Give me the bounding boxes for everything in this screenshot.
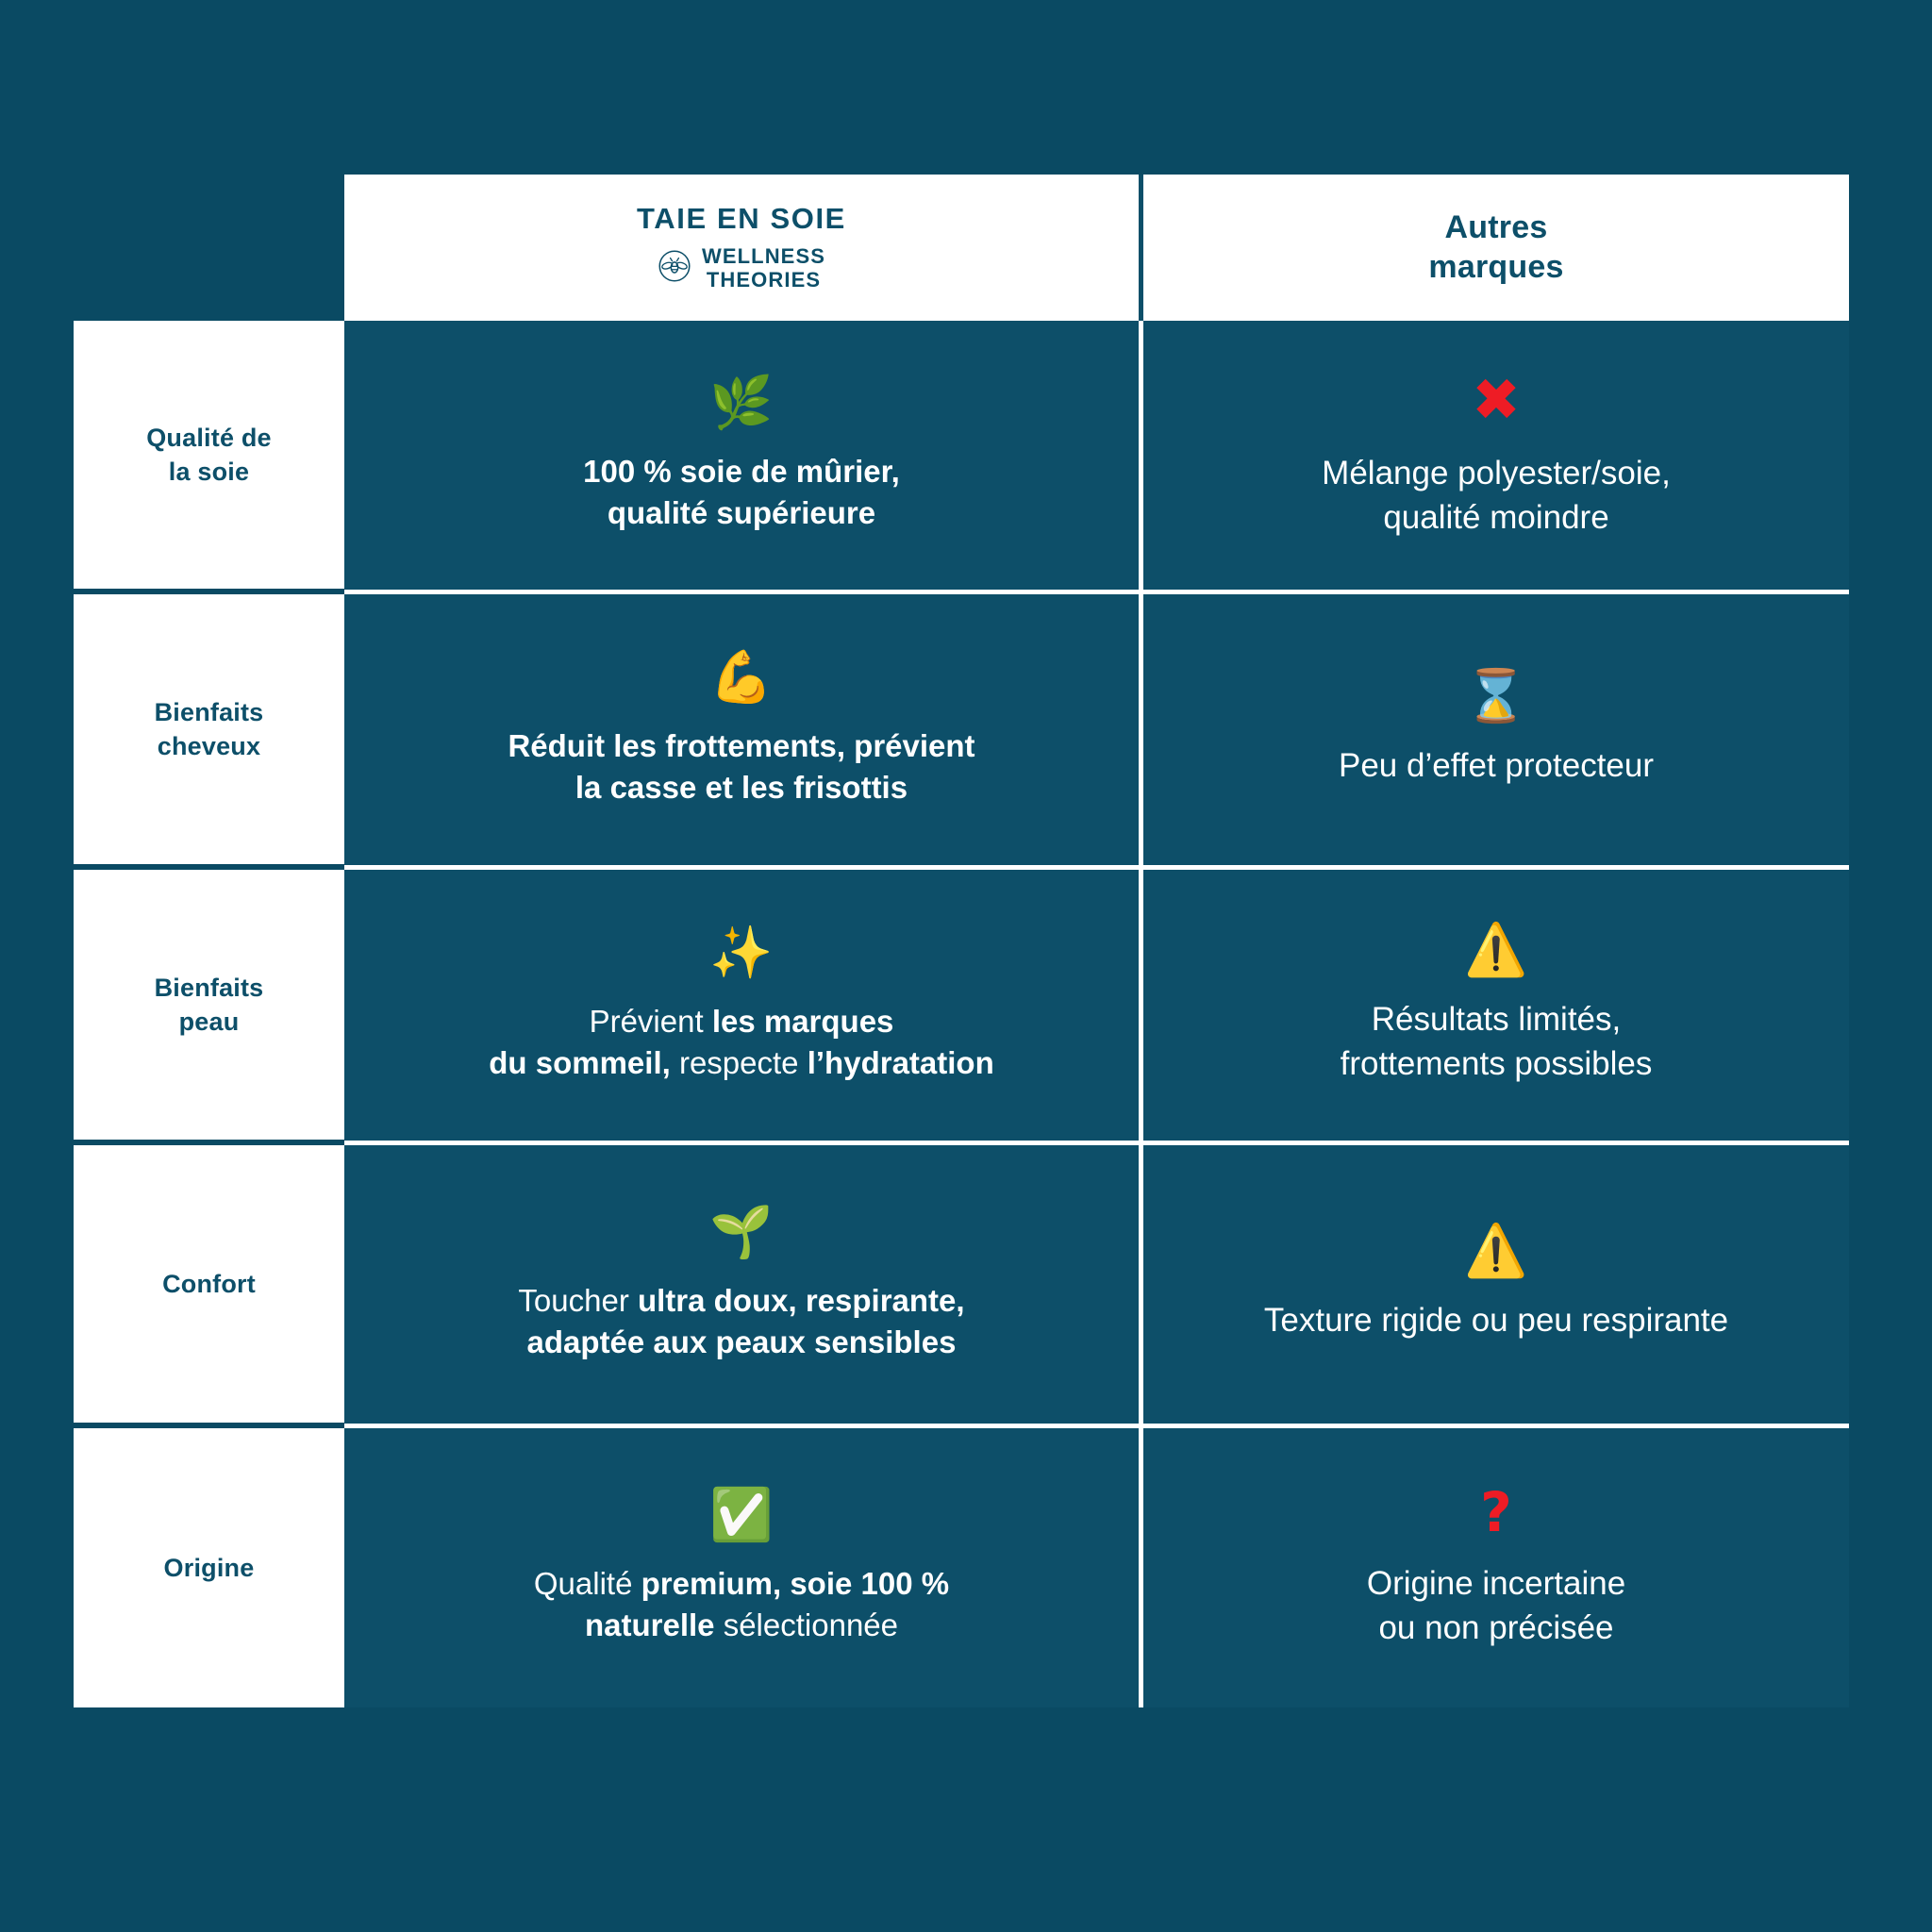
row-label-line-1: Bienfaits <box>154 697 264 726</box>
cell-product-text: Réduit les frottements, prévient la cass… <box>508 725 974 808</box>
header-other-line-1: Autres <box>1444 209 1548 246</box>
cell-text-seg-4: sélectionnée <box>714 1607 899 1642</box>
cell-other-bienfaits-peau: ⚠️ Résultats limités, frottements possib… <box>1143 870 1849 1145</box>
cell-other-text: Résultats limités, frottements possibles <box>1341 998 1653 1086</box>
row-label-line-1: Confort <box>162 1269 256 1298</box>
cell-product-bienfaits-peau: ✨ Prévient les marques du sommeil, respec… <box>344 870 1143 1145</box>
row-label-line-2: cheveux <box>157 732 261 760</box>
header-product-column: TAIE EN SOIE <box>344 175 1143 321</box>
cell-product-text: Toucher ultra doux, respirante, adaptée a… <box>518 1280 964 1363</box>
cell-text-line-1: Réduit les frottements, prévient <box>508 727 975 763</box>
header-other-label: Autres marques <box>1428 208 1563 287</box>
check-mark-button-emoji-icon: ✅ <box>709 1485 774 1545</box>
row-label-confort: Confort <box>74 1145 344 1428</box>
cell-product-text: Qualité premium, soie 100 % naturelle sél… <box>534 1563 949 1646</box>
header-other-line-2: marques <box>1428 248 1564 285</box>
cell-text-line-1: 100 % soie de mûrier, <box>583 453 900 489</box>
cell-text-seg-4: respecte <box>670 1044 808 1080</box>
cell-other-text: Origine incertaine ou non précisée <box>1367 1562 1625 1650</box>
cell-other-origine: ? Origine incertaine ou non précisée <box>1143 1428 1849 1707</box>
seedling-emoji-icon: 🌱 <box>709 1201 774 1261</box>
cell-text-line-2: ou non précisée <box>1378 1609 1614 1646</box>
cell-text-seg-2: les marques <box>711 1003 894 1039</box>
herb-emoji-icon: 🌿 <box>709 372 774 432</box>
cell-product-origine: ✅ Qualité premium, soie 100 % naturelle s… <box>344 1428 1143 1707</box>
cell-text-line-2: frottements possibles <box>1340 1044 1653 1082</box>
warning-emoji-icon: ⚠️ <box>1464 1221 1528 1281</box>
brand-title: TAIE EN SOIE <box>637 202 846 236</box>
cell-text-line-1: Mélange polyester/soie, <box>1322 454 1671 491</box>
cell-text-line-1: Résultats limités, <box>1371 1000 1622 1038</box>
cell-text-line-1: Origine incertaine <box>1366 1565 1626 1603</box>
cell-text-line-2: la casse et les frisottis <box>575 769 908 805</box>
brand-subtitle-line-2: THEORIES <box>706 268 822 292</box>
cell-other-text: Mélange polyester/soie, qualité moindre <box>1322 452 1671 540</box>
cell-text-seg-1: Qualité <box>533 1566 641 1602</box>
cell-other-confort: ⚠️ Texture rigide ou peu respirante <box>1143 1145 1849 1428</box>
brand-subtitle-line-1: WELLNESS <box>701 243 826 268</box>
cell-text-seg-2: premium, soie 100 % <box>641 1566 950 1602</box>
cell-other-text: Texture rigide ou peu respirante <box>1264 1299 1728 1343</box>
cell-product-text: 100 % soie de mûrier, qualité supérieure <box>583 451 900 534</box>
cell-text-seg-1: Prévient <box>589 1003 712 1039</box>
comparison-table: TAIE EN SOIE <box>74 175 1849 1707</box>
cell-text-seg-3: naturelle <box>584 1607 715 1642</box>
brand-subtitle: WELLNESS THEORIES <box>702 244 825 292</box>
row-label-bienfaits-peau: Bienfaits peau <box>74 870 344 1145</box>
header-other-column: Autres marques <box>1143 175 1849 321</box>
cell-text-seg-1: Toucher <box>518 1282 638 1318</box>
cell-product-confort: 🌱 Toucher ultra doux, respirante, adaptée… <box>344 1145 1143 1428</box>
brand-lockup: WELLNESS THEORIES <box>658 244 825 292</box>
header-corner-spacer <box>74 175 344 321</box>
flexed-biceps-emoji-icon: 💪 <box>709 646 774 707</box>
row-label-bienfaits-cheveux: Bienfaits cheveux <box>74 594 344 870</box>
cell-text-line-2: qualité supérieure <box>607 494 876 530</box>
cell-other-qualite-de-la-soie: ✖ Mélange polyester/soie, qualité moindr… <box>1143 321 1849 594</box>
row-label-line-1: Origine <box>163 1553 255 1582</box>
cell-text-line-1: Texture rigide ou peu respirante <box>1263 1302 1729 1340</box>
sparkles-emoji-icon: ✨ <box>709 922 774 982</box>
cell-product-qualite-de-la-soie: 🌿 100 % soie de mûrier, qualité supérieu… <box>344 321 1143 594</box>
red-question-mark-icon: ? <box>1480 1480 1512 1545</box>
row-label-qualite-de-la-soie: Qualité de la soie <box>74 321 344 594</box>
bee-logo-icon <box>658 249 691 288</box>
cell-other-text: Peu d’effet protecteur <box>1339 744 1654 789</box>
cell-product-text: Prévient les marques du sommeil, respecte… <box>489 1001 994 1084</box>
hourglass-emoji-icon: ⌛ <box>1464 666 1528 726</box>
row-label-line-1: Bienfaits <box>154 973 264 1002</box>
cell-product-bienfaits-cheveux: 💪 Réduit les frottements, prévient la ca… <box>344 594 1143 870</box>
cell-text-seg-5: l’hydratation <box>807 1044 994 1080</box>
row-label-line-2: peau <box>178 1008 240 1036</box>
row-label-line-1: Qualité de <box>146 423 272 452</box>
cell-text-line-2: qualité moindre <box>1383 498 1609 536</box>
row-label-line-2: la soie <box>168 458 250 486</box>
warning-emoji-icon: ⚠️ <box>1464 919 1528 979</box>
cell-text-seg-3: du sommeil, <box>489 1044 671 1080</box>
cell-text-line-1: Peu d’effet protecteur <box>1338 747 1655 785</box>
row-label-origine: Origine <box>74 1428 344 1707</box>
cell-other-bienfaits-cheveux: ⌛ Peu d’effet protecteur <box>1143 594 1849 870</box>
cell-text-seg-2: ultra doux, respirante, <box>637 1282 965 1318</box>
cell-text-seg-3: adaptée aux peaux sensibles <box>526 1324 957 1359</box>
red-cross-mark-icon: ✖ <box>1472 364 1521 434</box>
